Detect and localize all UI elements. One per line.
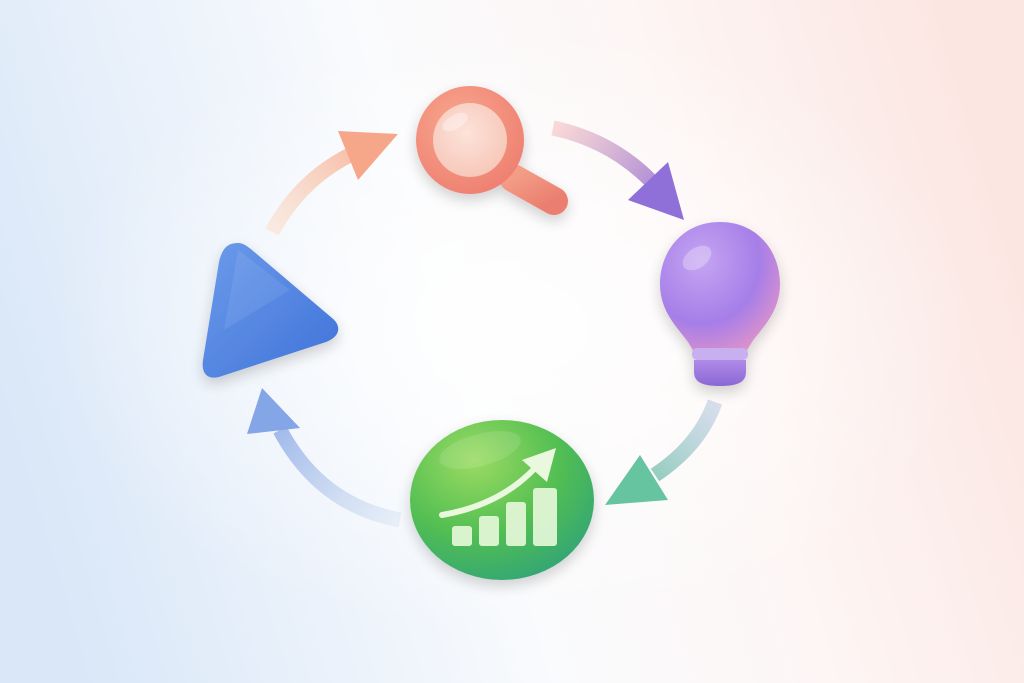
connector-action-to-search — [265, 131, 398, 236]
growth-chart-icon — [410, 420, 594, 580]
arrowhead-icon — [605, 455, 668, 505]
arrowhead-icon — [338, 131, 398, 180]
connector-search-to-idea — [551, 120, 684, 220]
trend-arrow-icon — [439, 448, 556, 518]
play-triangle-icon — [202, 243, 339, 378]
bar-chart-icon — [452, 488, 557, 546]
lightbulb-icon — [660, 222, 780, 386]
arrowhead-icon — [247, 388, 300, 434]
connector-idea-to-growth — [605, 399, 723, 505]
magnifying-glass-icon — [416, 86, 568, 215]
arrowhead-icon — [628, 162, 684, 220]
connector-growth-to-action — [247, 388, 402, 528]
